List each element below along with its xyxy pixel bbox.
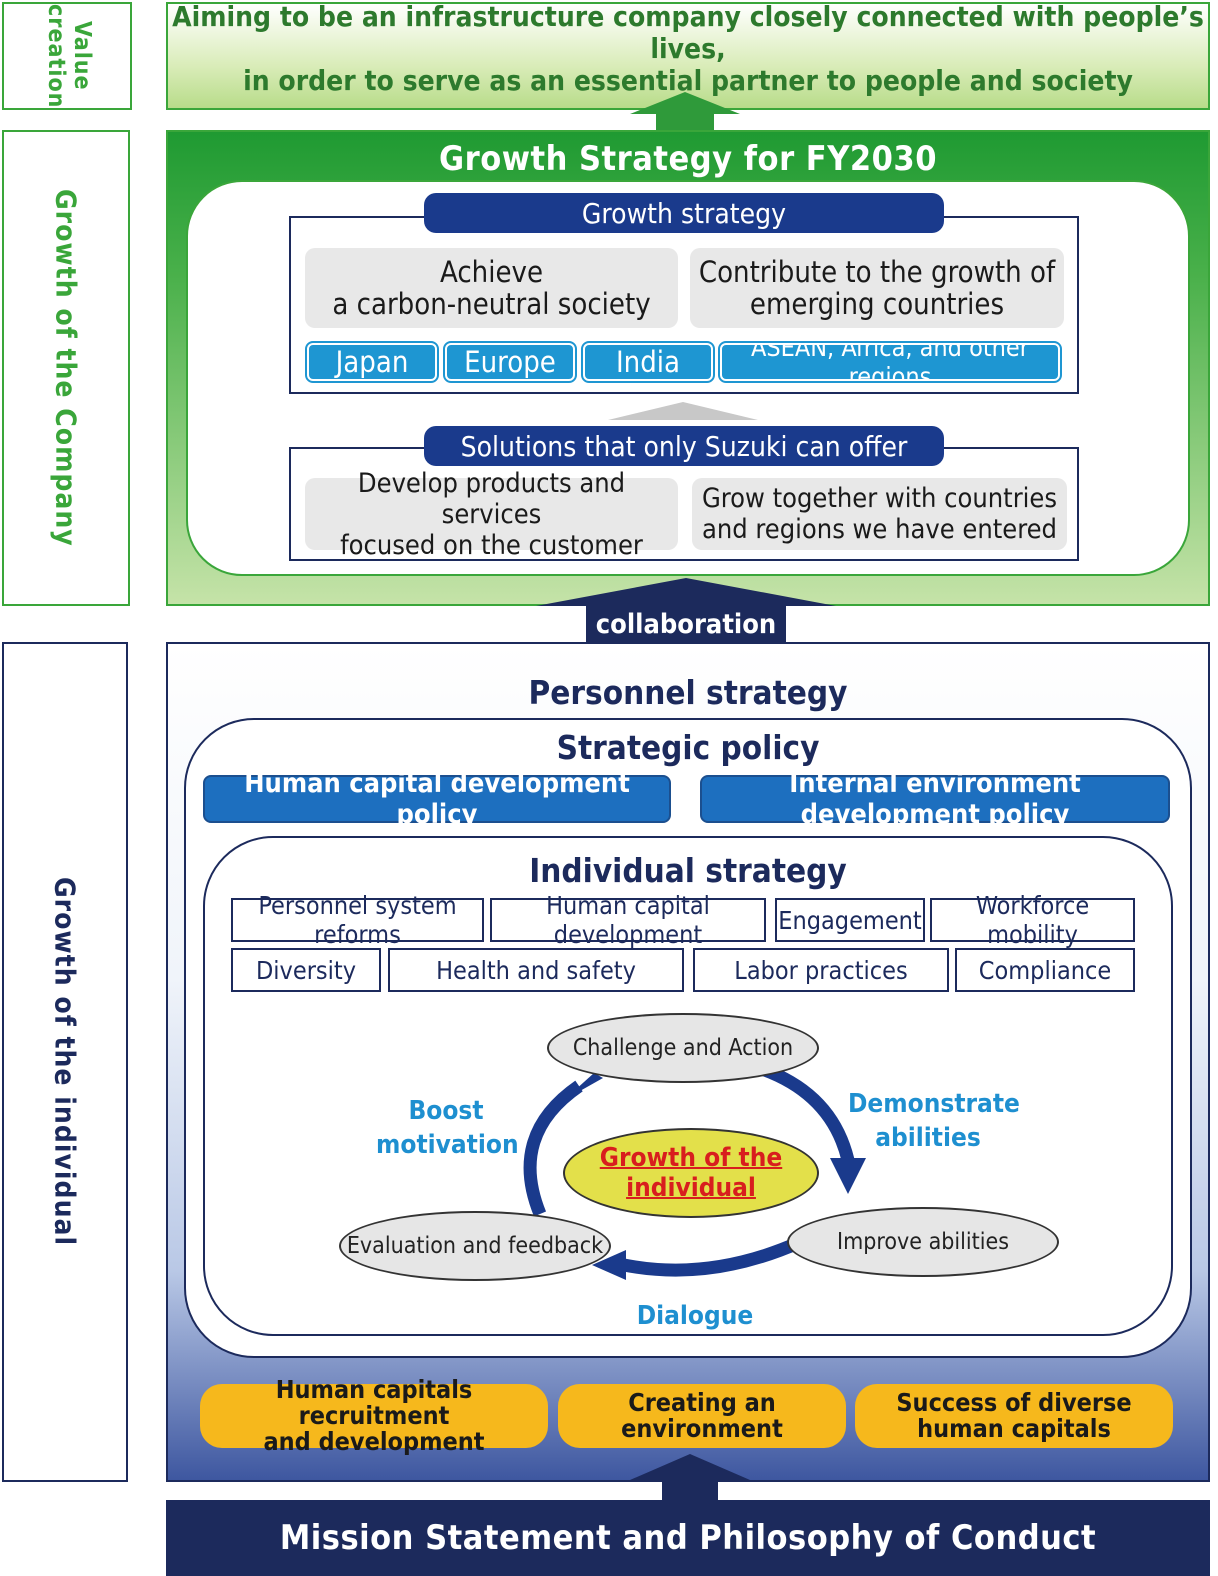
foundation-3-line-2: human capitals [917, 1414, 1111, 1443]
foundation-diverse-human-capitals: Success of diverse human capitals [855, 1384, 1173, 1448]
carbon-neutral-line-1: Achieve [439, 255, 543, 289]
side-label-value-creation: Value creation [2, 2, 132, 110]
solutions-header: Solutions that only Suzuki can offer [424, 426, 944, 466]
item-human-capital-development: Human capital development [490, 891, 766, 949]
emerging-countries-line-1: Contribute to the growth of [698, 255, 1056, 289]
emerging-countries-line-2: emerging countries [749, 287, 1005, 321]
arrowhead-demonstrate [830, 1158, 866, 1194]
region-europe: Europe [443, 341, 577, 383]
item-personnel-system-reforms: Personnel system reforms [231, 891, 484, 949]
emerging-countries-box: Contribute to the growth of emerging cou… [690, 248, 1064, 328]
foundation-3-line-1: Success of diverse [896, 1388, 1132, 1417]
foundation-1-line-1: Human capitals recruitment [275, 1375, 473, 1430]
customer-focus-box: Develop products and services focused on… [305, 468, 678, 561]
arrow-dialogue [622, 1236, 803, 1277]
arrow-boost [523, 1080, 583, 1217]
ellipse-challenge-and-action: Challenge and Action [547, 1013, 819, 1083]
label-demonstrate-abilities: Demonstrate abilities [848, 1087, 1020, 1155]
grey-up-triangle [608, 402, 758, 420]
item-engagement: Engagement [775, 898, 925, 942]
growth-strategy-fy2030-title: Growth Strategy for FY2030 [439, 139, 937, 179]
region-japan: Japan [305, 341, 439, 383]
mission-statement-label: Mission Statement and Philosophy of Cond… [279, 1518, 1097, 1558]
customer-focus-line-1: Develop products and services [357, 467, 626, 530]
arrow-demonstrate [759, 1062, 855, 1162]
value-creation-label: Value creation [43, 4, 95, 109]
foundation-recruitment-development: Human capitals recruitment and developme… [200, 1377, 548, 1455]
side-label-growth-individual: Growth of the individual [2, 642, 128, 1482]
foundation-creating-environment: Creating an environment [558, 1384, 846, 1448]
item-labor-practices: Labor practices [693, 948, 949, 992]
side-label-growth-company: Growth of the Company [2, 130, 130, 606]
up-arrow-green [630, 92, 740, 136]
growth-company-label: Growth of the Company [49, 189, 83, 547]
growth-strategy-header: Growth strategy [424, 193, 944, 233]
item-compliance: Compliance [955, 948, 1135, 992]
label-demonstrate-line-2: abilities [875, 1123, 981, 1153]
value-creation-banner: Aiming to be an infrastructure company c… [166, 0, 1210, 110]
label-boost-motivation: Boost motivation [376, 1094, 519, 1162]
customer-focus-line-2: focused on the customer [340, 529, 643, 561]
strategic-policy-title: Strategic policy [556, 727, 820, 767]
growth-individual-label: Growth of the individual [48, 877, 82, 1247]
ellipse-improve-abilities: Improve abilities [787, 1207, 1059, 1277]
carbon-neutral-line-2: a carbon-neutral society [332, 287, 651, 321]
item-workforce-mobility: Workforce mobility [930, 891, 1135, 949]
label-boost-line-1: Boost [408, 1096, 484, 1126]
carbon-neutral-box: Achieve a carbon-neutral society [305, 248, 678, 328]
banner-line-1: Aiming to be an infrastructure company c… [172, 0, 1204, 65]
arrowhead-boost [564, 1073, 603, 1100]
ellipse-growth-of-individual: Growth of the individual [563, 1128, 819, 1218]
personnel-strategy-title: Personnel strategy [528, 672, 848, 712]
foundation-2-line-2: environment [621, 1414, 783, 1443]
region-india: India [581, 341, 715, 383]
label-demonstrate-line-1: Demonstrate [848, 1089, 1020, 1119]
grow-together-line-1: Grow together with countries [701, 483, 1058, 514]
growth-cycle-arrows [523, 1062, 866, 1280]
arrowhead-dialogue [592, 1250, 626, 1280]
item-health-and-safety: Health and safety [388, 948, 684, 992]
label-boost-line-2: motivation [376, 1130, 519, 1160]
mission-statement-bar: Mission Statement and Philosophy of Cond… [166, 1500, 1210, 1576]
banner-line-2: in order to serve as an essential partne… [243, 64, 1133, 97]
foundation-1-line-2: and development [263, 1427, 485, 1456]
internal-environment-policy: Internal environment development policy [700, 768, 1170, 830]
human-capital-policy: Human capital development policy [203, 768, 671, 830]
ellipse-evaluation-and-feedback: Evaluation and feedback [339, 1211, 611, 1281]
item-diversity: Diversity [231, 948, 381, 992]
label-dialogue: Dialogue [636, 1301, 754, 1331]
individual-strategy-title: Individual strategy [529, 850, 847, 890]
region-asean-africa: ASEAN, Africa, and other regions [718, 333, 1062, 391]
up-arrow-navy [630, 1454, 750, 1502]
grow-together-box: Grow together with countries and regions… [692, 478, 1067, 550]
growth-of-individual-label: Growth of the individual [599, 1143, 783, 1203]
foundation-2-line-1: Creating an [628, 1388, 776, 1417]
grow-together-line-2: and regions we have entered [702, 514, 1057, 545]
collaboration-label: collaboration [595, 608, 777, 640]
